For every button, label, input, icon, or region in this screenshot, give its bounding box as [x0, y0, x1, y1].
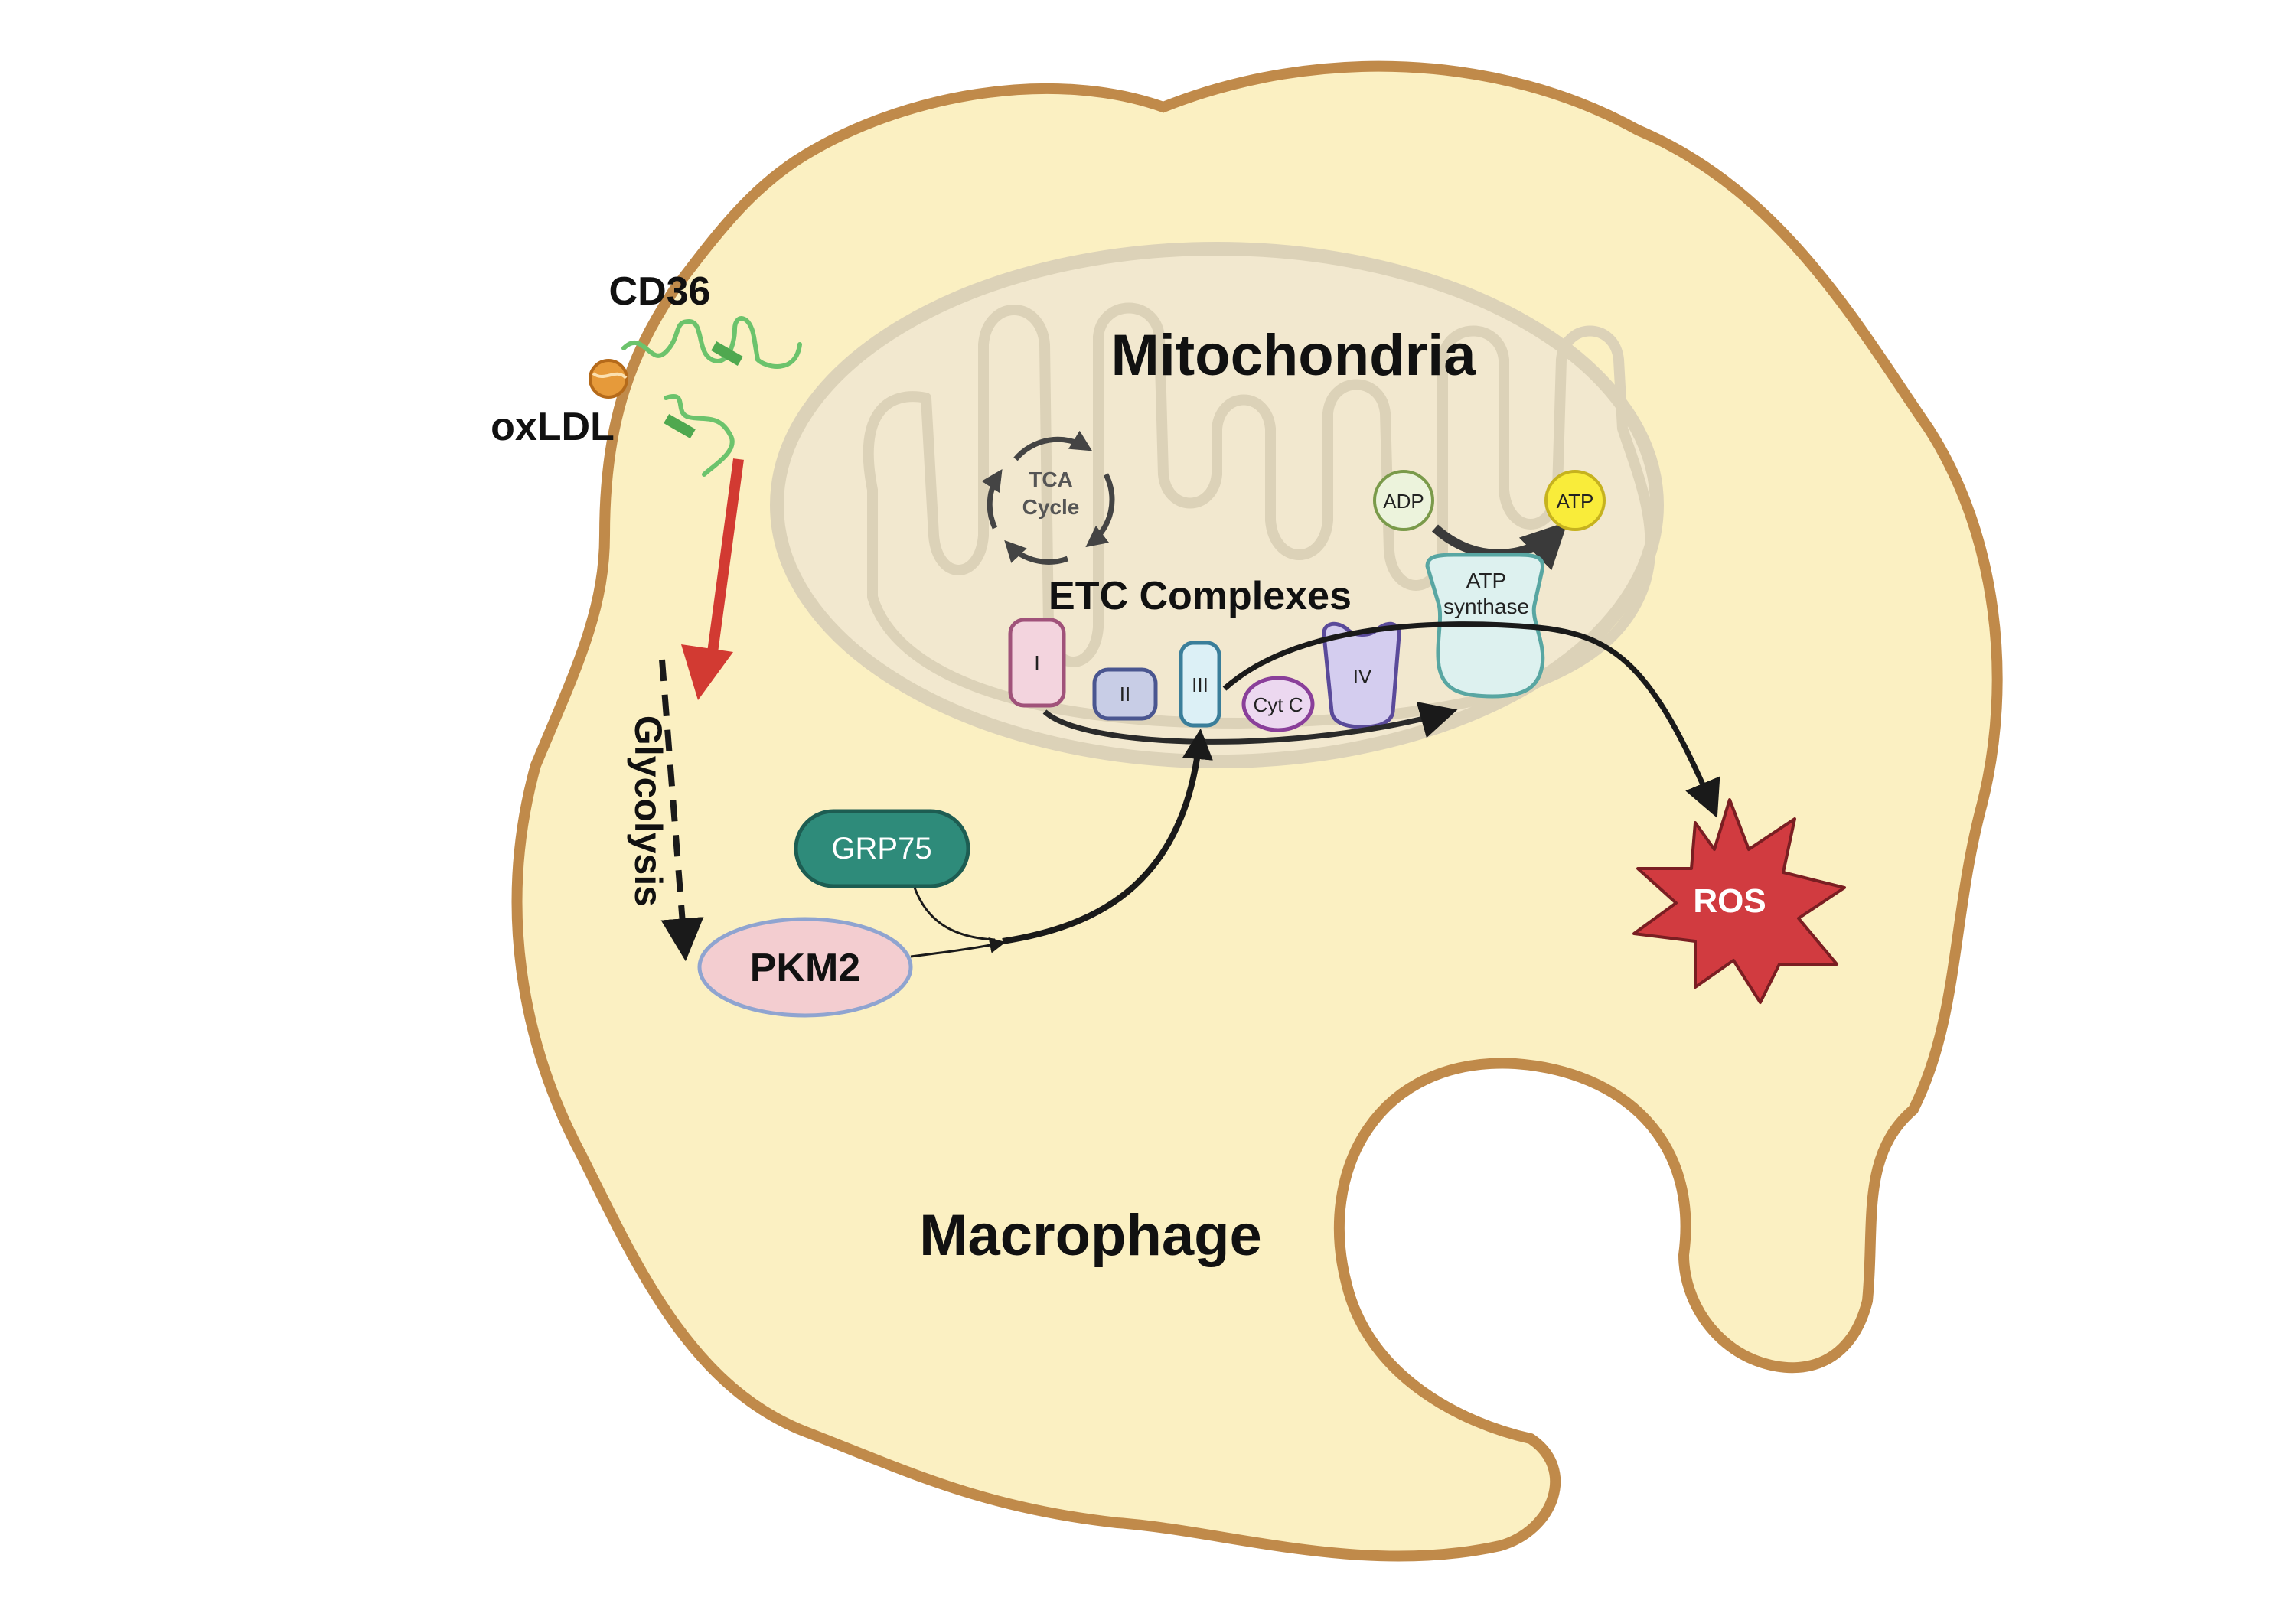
cd36-transmembrane-2	[664, 413, 696, 439]
cd36-signal-arrow-shaft	[706, 458, 744, 659]
cyt-c-label: Cyt C	[1254, 693, 1303, 716]
complex-i-label: I	[1034, 651, 1040, 675]
pkm2-to-complex-connector	[910, 937, 1006, 958]
tca-cycle-arrow-3	[1004, 539, 1069, 565]
cytochrome-c	[1241, 676, 1315, 732]
tca-label-line2: Cycle	[1022, 495, 1080, 519]
adp-label: ADP	[1383, 490, 1424, 513]
tca-cycle-arrow-1	[1013, 430, 1093, 461]
complex-ii	[1092, 667, 1158, 721]
pkm2-protein	[697, 917, 913, 1018]
grp75-protein	[794, 809, 970, 888]
ros-burst	[1632, 798, 1846, 1004]
cd36-strand-lower	[664, 394, 735, 477]
atp-molecule	[1544, 470, 1606, 531]
tca-cycle-arrow-2	[1085, 473, 1115, 548]
complex-ii-label: II	[1120, 683, 1130, 706]
tca-label-line1: TCA	[1029, 468, 1073, 491]
complex-iii-label: III	[1192, 673, 1208, 696]
grp75-to-complex-connector	[913, 887, 996, 941]
cd36-signal-arrow-head	[681, 644, 733, 700]
oxldl-stripe	[592, 372, 628, 380]
macrophage-label: Macrophage	[919, 1203, 1262, 1268]
glycolysis-arrow	[659, 659, 704, 962]
cd36-strand-upper	[621, 316, 802, 369]
atp-label: ATP	[1557, 490, 1594, 513]
complex-iv-label: IV	[1353, 665, 1372, 688]
complex-iii	[1179, 641, 1221, 728]
tca-cycle: TCA Cycle	[981, 430, 1115, 565]
ros-label: ROS	[1693, 882, 1766, 920]
ros-production-arrow	[1222, 621, 1720, 819]
atp-synthase-label-line1: ATP	[1466, 569, 1506, 592]
mitochondrion-cristae	[863, 302, 1656, 729]
complex-iii-targeting-arrow	[1002, 729, 1213, 944]
grp75-label: GRP75	[831, 832, 931, 865]
mitochondrion-outer-membrane	[770, 242, 1664, 768]
etc-complexes-title: ETC Complexes	[1049, 574, 1352, 618]
cd36-label: CD36	[609, 269, 711, 314]
atp-synthase-label-line2: synthase	[1443, 595, 1529, 618]
pkm2-label: PKM2	[750, 946, 860, 990]
cd36-transmembrane-1	[711, 341, 743, 367]
cd36-receptor	[621, 316, 802, 477]
oxldl-particle	[589, 359, 628, 399]
adp-molecule	[1373, 470, 1434, 531]
tca-cycle-arrow-4	[981, 468, 1003, 530]
oxldl-label: oxLDL	[491, 405, 615, 449]
complex-i	[1008, 618, 1066, 708]
mitochondria-label: Mitochondria	[1110, 323, 1476, 388]
glycolysis-label: Glycolysis	[627, 715, 670, 907]
